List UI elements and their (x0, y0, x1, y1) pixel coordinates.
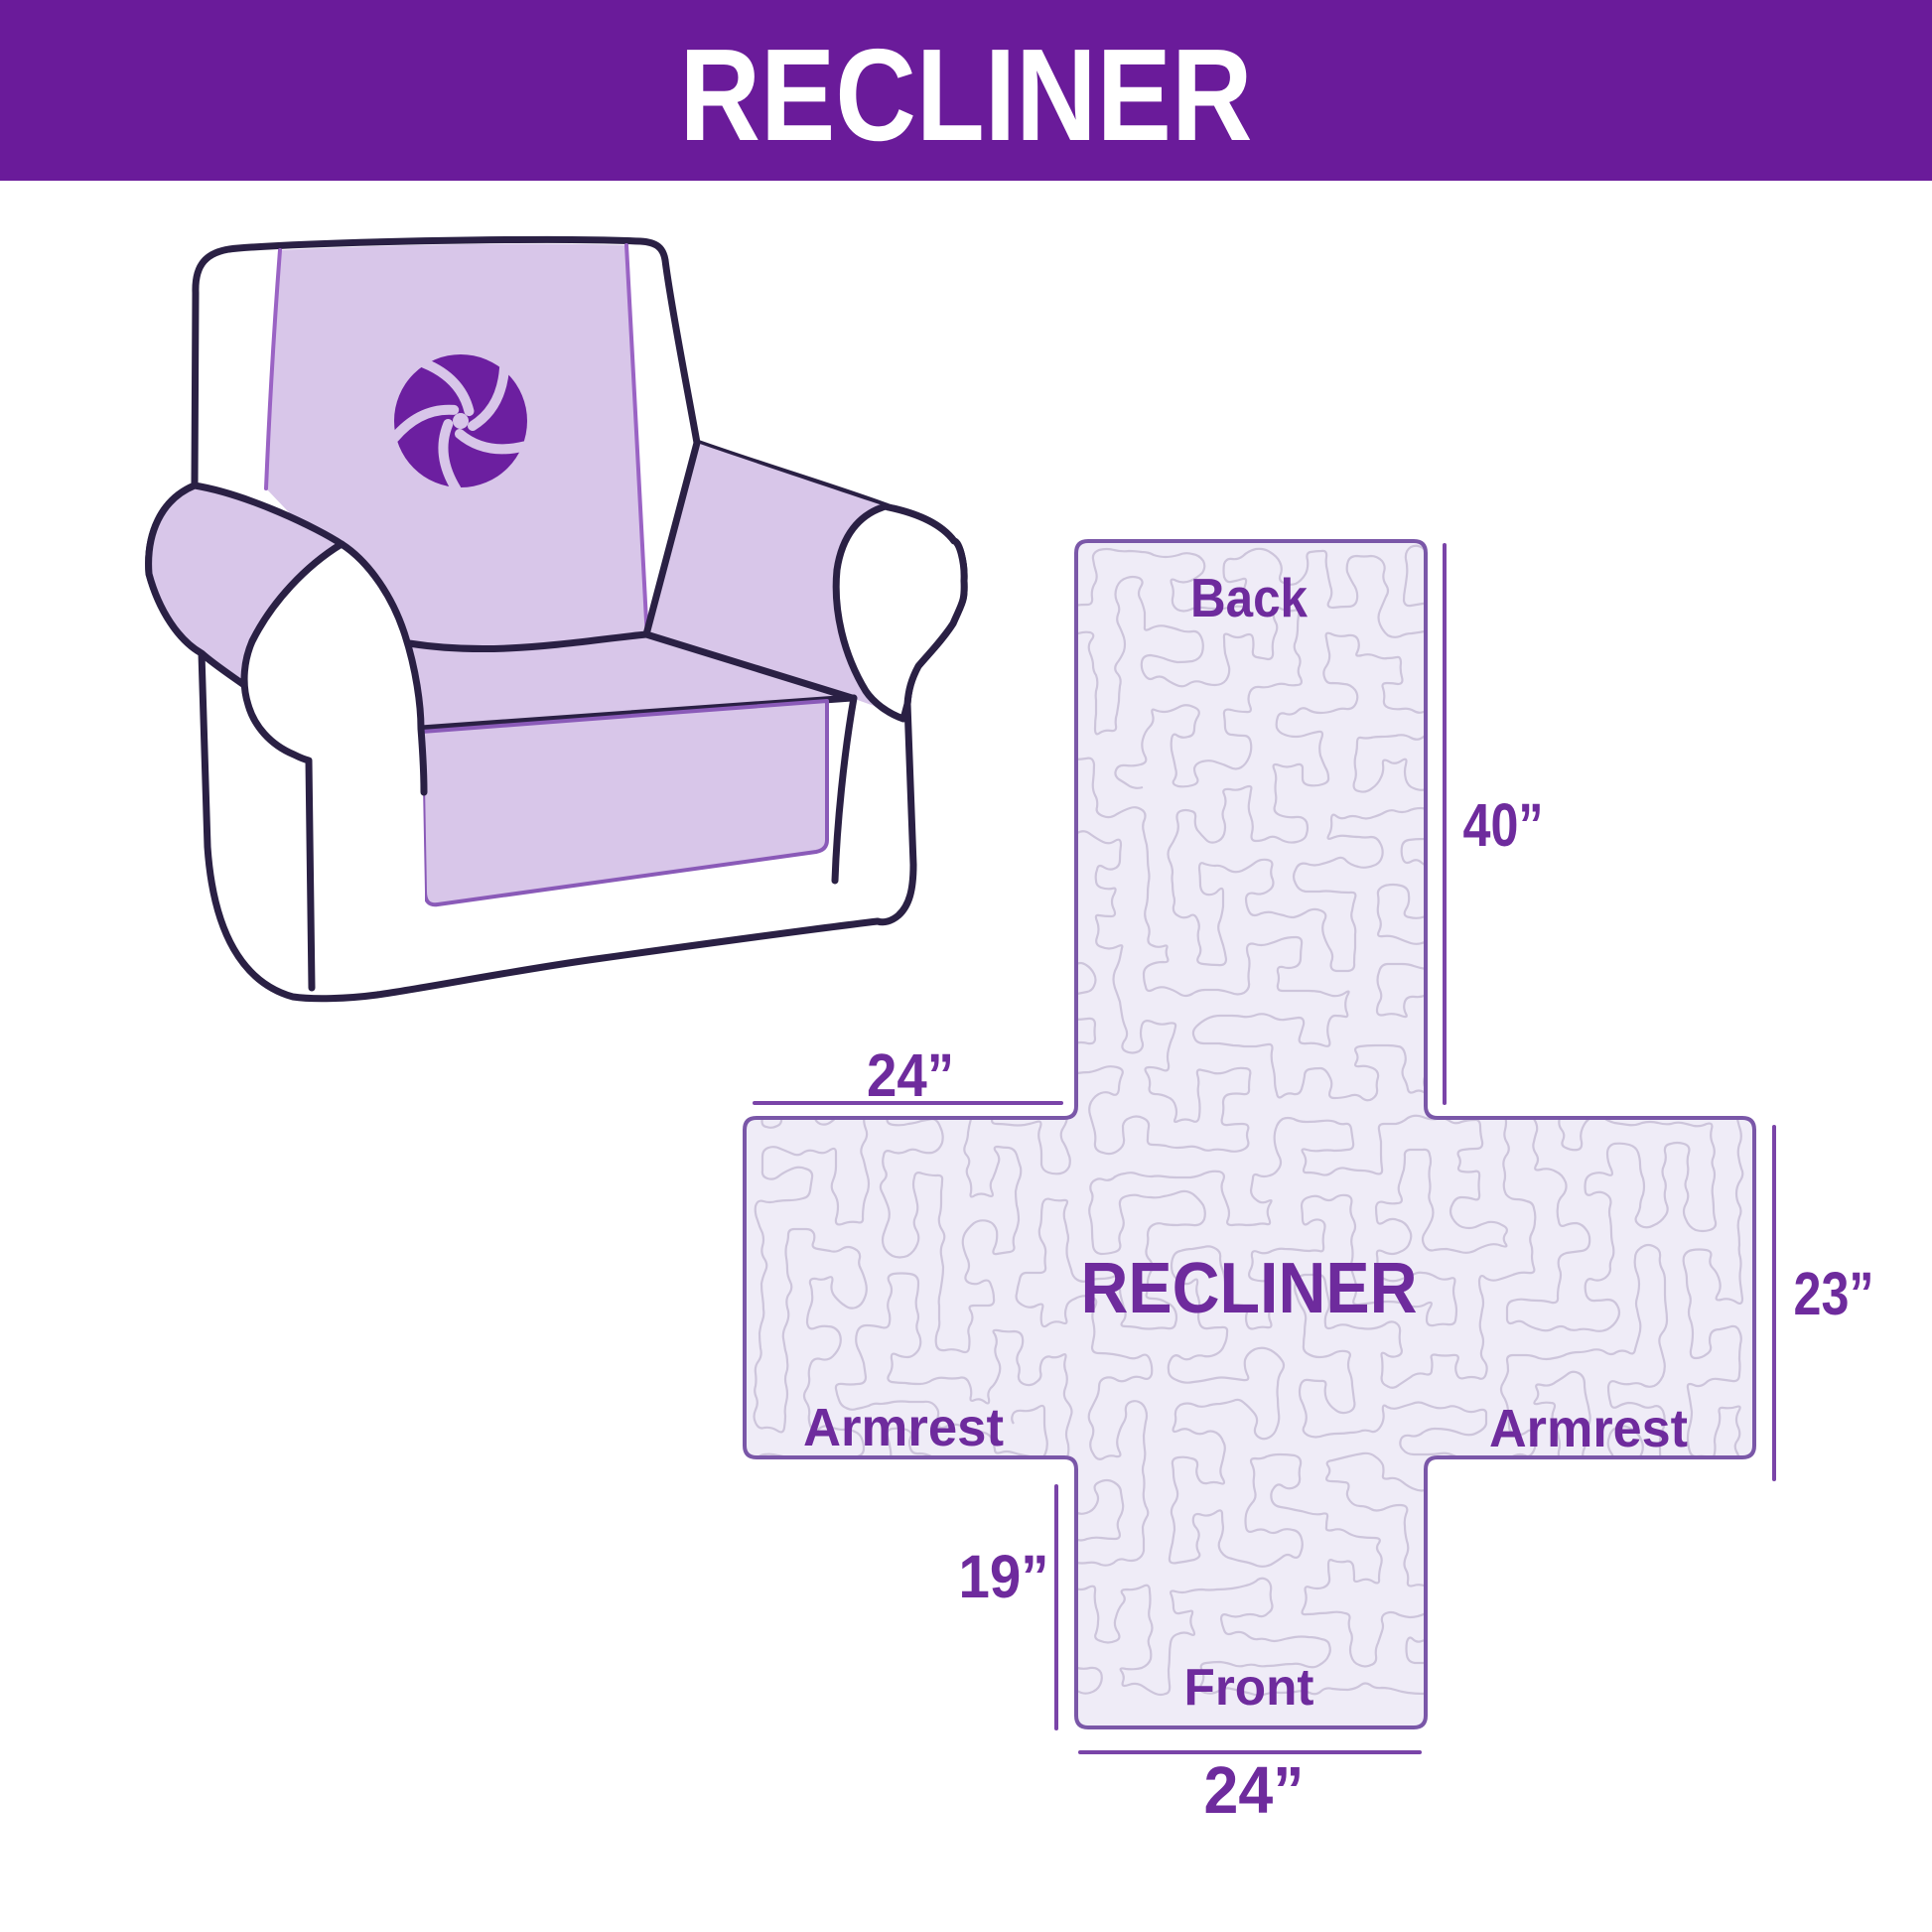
svg-text:19”: 19” (959, 1543, 1049, 1610)
svg-text:23”: 23” (1794, 1260, 1874, 1327)
svg-text:Front: Front (1184, 1659, 1314, 1717)
svg-text:Armrest: Armrest (1489, 1399, 1688, 1458)
svg-text:RECLINER: RECLINER (680, 22, 1253, 168)
svg-text:24”: 24” (1204, 1753, 1305, 1828)
svg-text:24”: 24” (867, 1041, 954, 1109)
svg-text:Armrest: Armrest (803, 1398, 1004, 1457)
svg-text:RECLINER: RECLINER (1081, 1249, 1418, 1328)
svg-text:40”: 40” (1463, 791, 1544, 859)
svg-text:Back: Back (1190, 567, 1308, 628)
